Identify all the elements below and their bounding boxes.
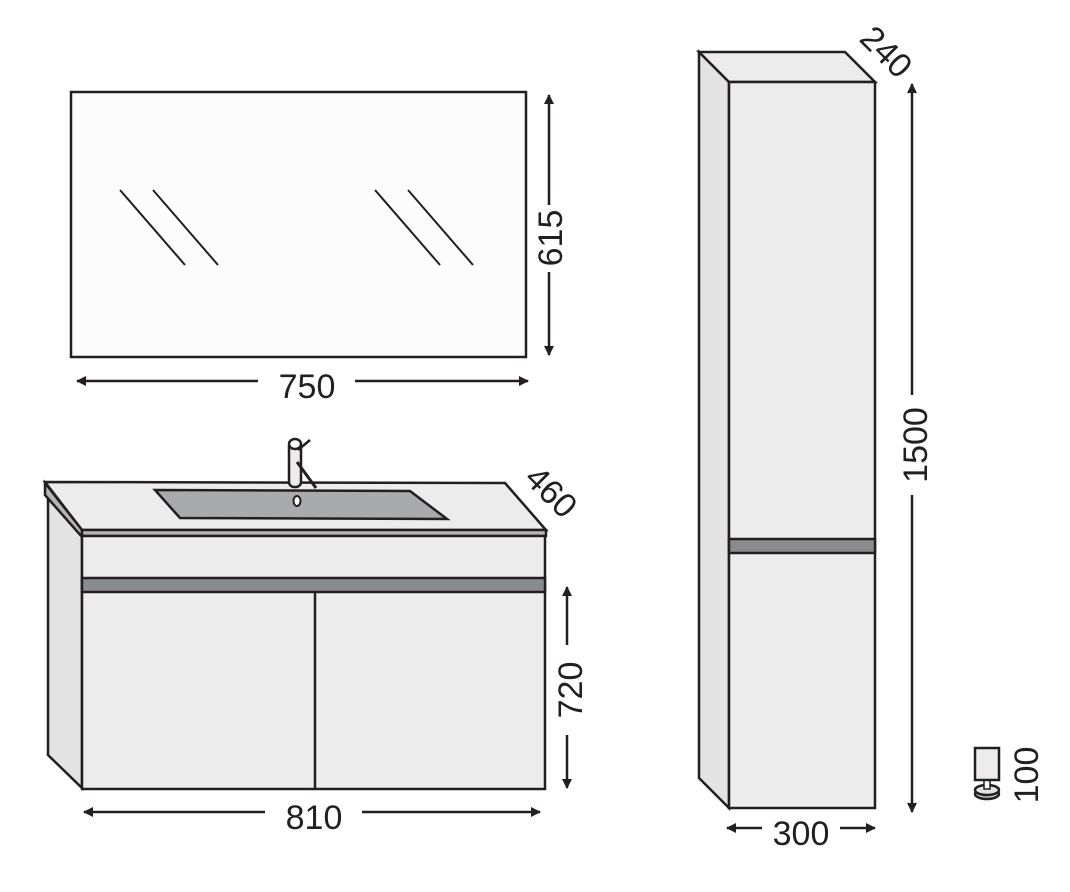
mirror-height-dimension: 615 <box>532 94 570 356</box>
vanity-height-label: 720 <box>552 662 590 719</box>
sink-basin <box>152 488 451 521</box>
tall-cabinet-height-dimension: 1500 <box>897 83 935 813</box>
mirror <box>69 90 528 359</box>
tall-cabinet-handle-bar <box>727 537 877 555</box>
mirror-height-label: 615 <box>532 210 570 267</box>
foot-height-label: 100 <box>1008 747 1046 804</box>
vanity-handle-bar <box>80 576 547 594</box>
mirror-width-dimension: 750 <box>76 368 529 406</box>
tall-cabinet-width-label: 300 <box>773 815 830 853</box>
vanity-unit <box>42 437 549 791</box>
vanity-width-dimension: 810 <box>83 799 541 837</box>
tall-cabinet-width-dimension: 300 <box>726 815 876 853</box>
mirror-width-label: 750 <box>279 368 336 406</box>
vanity-width-label: 810 <box>286 799 343 837</box>
adjustable-foot-icon <box>973 746 1001 801</box>
tall-cabinet-height-label: 1500 <box>897 407 935 483</box>
tall-cabinet <box>695 48 879 812</box>
faucet-icon <box>287 437 318 489</box>
vanity-height-dimension: 720 <box>552 586 590 789</box>
mirror-reflection-lines <box>119 189 474 266</box>
